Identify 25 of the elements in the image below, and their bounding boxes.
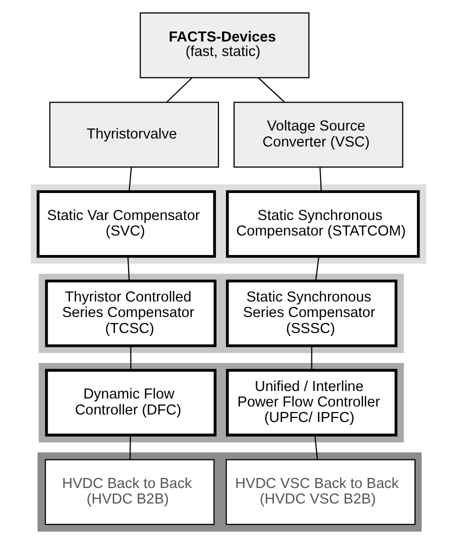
- cluster: [38, 452, 422, 532]
- connector: [315, 256, 320, 281]
- node-box: Thyristor Controlled Series Compensator (TCSC): [45, 280, 216, 348]
- connector: [258, 78, 285, 103]
- connector: [311, 346, 312, 370]
- node-box: Static Synchronous Compensator (STATCOM): [226, 190, 420, 258]
- connector: [127, 256, 130, 281]
- node-box: HVDC VSC Back to Back (HVDC VSC B2B): [226, 459, 416, 525]
- cluster: [38, 363, 404, 442]
- connector: [128, 167, 132, 192]
- connector: [130, 346, 132, 370]
- cluster: [38, 274, 404, 353]
- cluster: [30, 184, 426, 264]
- node-box: Static Var Compensator (SVC): [36, 190, 216, 258]
- node-box: Unified / Interline Power Flow Controller (UPFC/ IPFC): [226, 368, 398, 436]
- node-box: Thyristorvalve: [49, 102, 219, 168]
- connector: [130, 435, 131, 460]
- node-box: Static Synchronous Series Compensator (SSSC): [226, 280, 398, 348]
- connector: [319, 167, 322, 192]
- connector: [314, 435, 318, 460]
- node-box: Dynamic Flow Controller (DFC): [45, 368, 216, 436]
- connector: [166, 78, 192, 103]
- node-box: Voltage Source Converter (VSC): [234, 102, 404, 168]
- node-box: HVDC Back to Back (HVDC B2B): [44, 459, 215, 525]
- node-box: FACTS-Devices (fast, static): [140, 12, 310, 78]
